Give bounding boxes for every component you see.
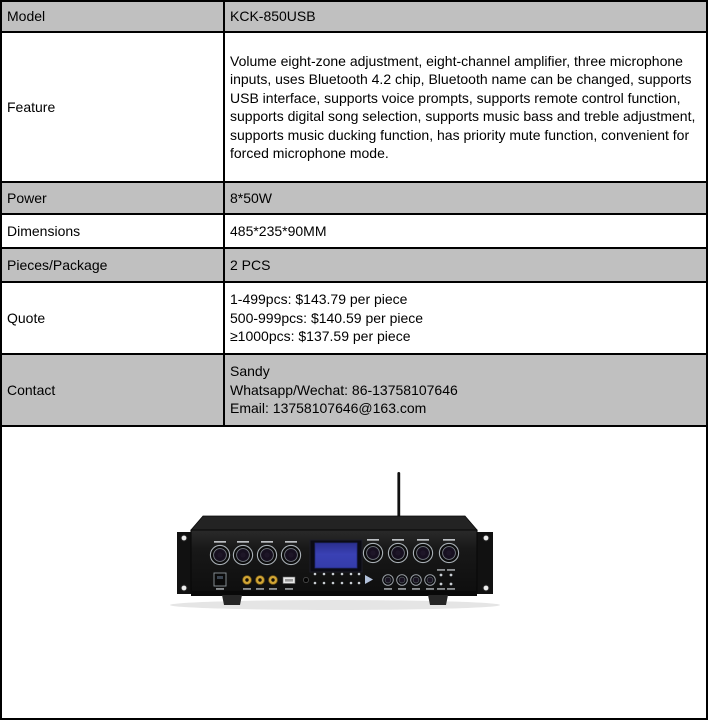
indicator-arrow bbox=[365, 575, 373, 584]
row-label-model: Model bbox=[0, 0, 225, 33]
table-row-pieces-package: Pieces/Package 2 PCS bbox=[0, 247, 708, 283]
table-row-model: Model KCK-850USB bbox=[0, 0, 708, 33]
row-label-dimensions: Dimensions bbox=[0, 213, 225, 249]
row-value-dimensions: 485*235*90MM bbox=[223, 213, 708, 249]
row-value-power: 8*50W bbox=[223, 181, 708, 215]
contact-whatsapp-wechat: Whatsapp/Wechat: 86-13758107646 bbox=[230, 381, 458, 398]
row-value-quote: 1-499pcs: $143.79 per piece 500-999pcs: … bbox=[223, 281, 708, 355]
table-row-quote: Quote 1-499pcs: $143.79 per piece 500-99… bbox=[0, 281, 708, 355]
button-matrix bbox=[313, 572, 361, 585]
row-label-power: Power bbox=[0, 181, 225, 215]
row-label-pieces-package: Pieces/Package bbox=[0, 247, 225, 283]
row-label-quote: Quote bbox=[0, 281, 225, 355]
row-value-contact: Sandy Whatsapp/Wechat: 86-13758107646 Em… bbox=[223, 353, 708, 427]
row-value-feature: Volume eight-zone adjustment, eight-chan… bbox=[223, 31, 708, 183]
amplifier-feet bbox=[222, 595, 448, 605]
contact-email: Email: 13758107646@163.com bbox=[230, 400, 427, 417]
row-value-model: KCK-850USB bbox=[223, 0, 708, 33]
quote-tier-2: 500-999pcs: $140.59 per piece bbox=[230, 309, 424, 326]
table-row-contact: Contact Sandy Whatsapp/Wechat: 86-137581… bbox=[0, 353, 708, 427]
quote-tier-3: ≥1000pcs: $137.59 per piece bbox=[230, 328, 411, 345]
table-row-dimensions: Dimensions 485*235*90MM bbox=[0, 213, 708, 249]
usb-port bbox=[282, 576, 296, 590]
contact-name: Sandy bbox=[230, 363, 270, 380]
row-value-pieces-package: 2 PCS bbox=[223, 247, 708, 283]
product-image-cell bbox=[0, 425, 708, 720]
row-label-contact: Contact bbox=[0, 353, 225, 427]
amplifier-rack-ears bbox=[177, 532, 493, 594]
table-row-power: Power 8*50W bbox=[0, 181, 708, 215]
rca-jacks bbox=[242, 575, 278, 590]
amplifier-top-bevel bbox=[190, 515, 478, 531]
power-switch bbox=[213, 572, 227, 590]
right-button-cluster bbox=[437, 569, 455, 590]
amplifier-shadow bbox=[170, 600, 500, 610]
lcd-display bbox=[309, 539, 363, 573]
table-row-product-image bbox=[0, 425, 708, 720]
aux-jack bbox=[303, 577, 309, 583]
row-label-feature: Feature bbox=[0, 31, 225, 183]
table-row-feature: Feature Volume eight-zone adjustment, ei… bbox=[0, 31, 708, 183]
amplifier-bottom-strip bbox=[191, 591, 477, 596]
amplifier-photo bbox=[170, 472, 500, 610]
quote-tier-1: 1-499pcs: $143.79 per piece bbox=[230, 291, 408, 308]
